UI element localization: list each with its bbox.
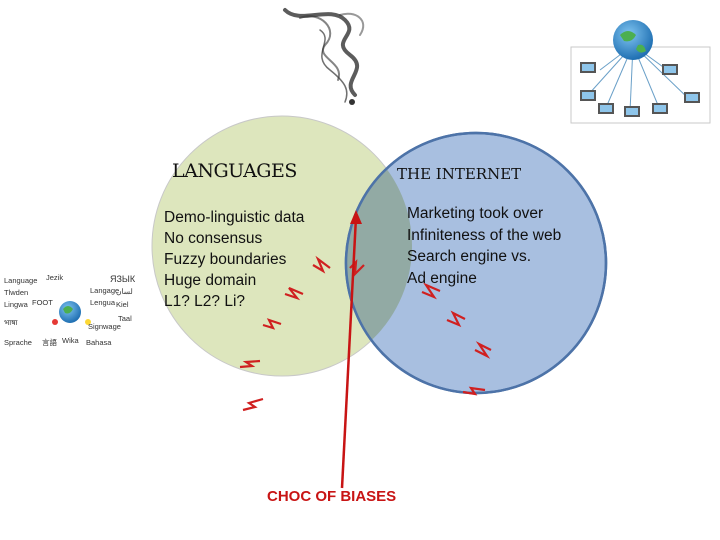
language-word: भाषा — [4, 318, 18, 327]
network-globe-icon — [570, 20, 711, 124]
list-item: Ad engine — [407, 269, 477, 287]
lightning-icon — [421, 282, 441, 300]
smoke-image — [283, 8, 365, 105]
lightning-icon — [446, 310, 466, 328]
internet-title: THE INTERNET — [397, 165, 522, 183]
language-word: Langage — [90, 286, 120, 295]
language-word: Lingwa — [4, 300, 28, 309]
language-word: ЯЗЫК — [110, 274, 136, 284]
language-word: Taal — [118, 314, 132, 323]
language-word-cloud: Language Jezik ЯЗЫК Tlwden FOOT لسان Lan… — [0, 270, 138, 350]
language-word: Lengua — [90, 298, 116, 307]
list-item: Marketing took over — [407, 205, 544, 222]
lightning-icon — [474, 341, 492, 359]
lightning-bolts — [239, 255, 492, 412]
lightning-icon — [262, 318, 282, 330]
list-item: L1? L2? Li? — [164, 293, 246, 310]
language-globe-icon — [52, 301, 91, 325]
language-word: لسان — [116, 287, 133, 296]
language-word: Wika — [62, 336, 79, 345]
language-word: Bahasa — [86, 338, 112, 347]
lightning-icon — [242, 397, 264, 412]
language-word: Sprache — [4, 338, 32, 347]
list-item: No consensus — [164, 230, 263, 247]
language-word: Tlwden — [4, 288, 29, 297]
language-word: Kiel — [116, 300, 129, 309]
list-item: Huge domain — [164, 272, 257, 289]
list-item: Fuzzy boundaries — [164, 251, 287, 268]
internet-list: Marketing took over Infiniteness of the … — [407, 203, 561, 289]
lightning-icon — [239, 359, 261, 369]
lightning-icon — [462, 386, 486, 396]
lightning-icon — [284, 286, 304, 301]
list-item: Demo-linguistic data — [164, 209, 305, 226]
language-word: Jezik — [46, 273, 64, 282]
lightning-icon — [312, 255, 331, 274]
languages-list: Demo-linguistic data No consensus Fuzzy … — [164, 207, 304, 312]
arrow — [340, 210, 362, 489]
caption: CHOC OF BIASES — [267, 488, 397, 505]
list-item: Search engine vs. — [407, 248, 532, 265]
language-word: Language — [4, 276, 38, 285]
languages-title: LANGUAGES — [172, 160, 297, 182]
language-word: FOOT — [32, 298, 53, 307]
language-word: 言語 — [42, 338, 57, 347]
language-word: Signwage — [88, 322, 121, 331]
list-item: Infiniteness of the web — [407, 226, 562, 244]
